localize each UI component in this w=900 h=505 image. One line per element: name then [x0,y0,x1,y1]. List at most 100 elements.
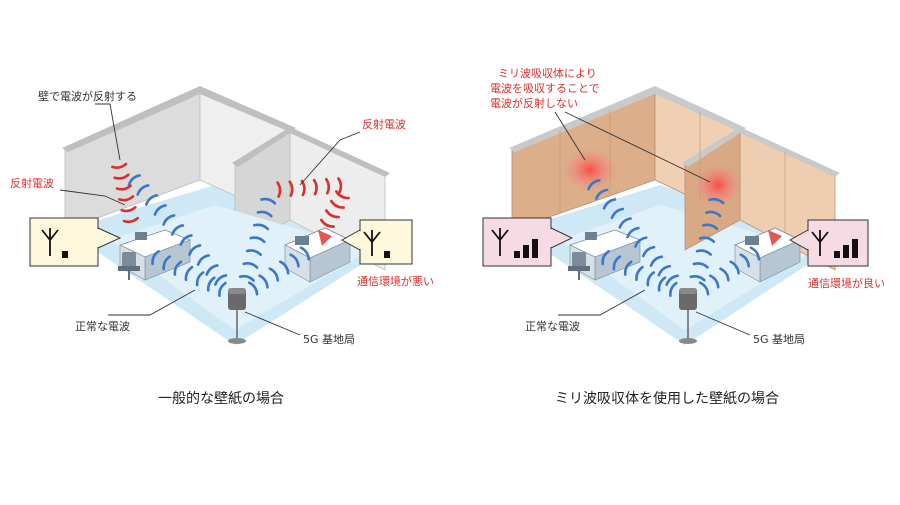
signal-box-right [340,219,413,265]
wave-arc [151,250,160,266]
wave-arc [626,226,640,239]
wave-arc [602,198,617,210]
reflected-wave-arc [113,173,130,180]
leader-normal-wave-left [108,289,196,316]
absorption-hotspot [562,148,618,192]
signal-bar [514,251,520,258]
wave-arc [188,244,202,256]
wave-arc [669,281,678,297]
leader-base-station-right [695,311,751,336]
reflected-wave-arc [122,216,139,224]
leader-reflected-right [299,131,361,186]
wave-arc [610,207,625,220]
antenna-icon [491,228,509,256]
label-absorber-line1: ミリ波吸収体により [498,66,597,80]
signal-bar [384,251,390,258]
wave-arc [256,210,273,218]
wave-arc [249,236,266,244]
wave-arc [657,276,667,292]
leader-reflected-left [59,189,126,206]
wave-arc [289,253,300,268]
reflected-wave-arc [288,180,294,198]
wave-arc [635,265,644,282]
wave-arc [708,197,725,205]
wave-arc [299,246,311,261]
wave-arc [729,260,740,275]
reflected-wave-arc [276,181,282,198]
label-bad-signal: 通信環境が悪い [357,274,434,288]
wave-arc [649,255,664,267]
wave-arc [749,246,761,261]
wave-arc [689,274,706,282]
leader-base-station-left [244,311,301,336]
right-room [509,86,845,345]
leader-wall-reflect [95,103,121,161]
wave-arc [657,264,671,277]
leader-absorber-left [554,111,586,161]
reflected-wave-arc [115,184,132,191]
wave-arc [692,262,709,269]
wave-arc [705,210,722,218]
wave-arc [618,217,632,229]
chair-icon [118,252,140,280]
wave-arc [708,274,720,289]
wall-right-rim [232,127,390,177]
wave-arc [214,274,228,286]
wave-arc [702,223,719,231]
wall-top-rim [509,86,746,152]
reflected-wave-arc [330,199,345,209]
wall-top-rim [62,86,296,152]
wave-arc [595,188,609,201]
signal-bar [843,245,849,258]
wave-group-right [587,179,761,297]
reflected-wave-arc [111,162,128,169]
leader-absorber-right [564,111,711,183]
base-station-icon [679,288,697,344]
wave-arc [206,276,216,292]
wave-arc [153,204,167,216]
label-absorber-line3: 電波が反射しない [490,96,578,110]
signal-box-left [482,217,574,267]
signal-bars-icon [834,239,858,258]
wave-arc [162,255,172,271]
signal-bar [852,239,858,258]
wave-arc [698,236,716,243]
wave-arc [587,179,601,191]
wave-arc [695,249,712,256]
signal-bar [523,245,529,258]
label-base-station-left: 5G 基地局 [303,333,355,346]
antenna-icon [811,230,829,256]
wave-arc [612,255,622,271]
wave-arc [184,265,194,282]
reflected-wave-arc [337,177,343,194]
label-reflected-wave-left: 反射電波 [10,176,54,190]
wave-arc [665,274,679,286]
reflected-wave-arc [320,218,335,228]
wave-arc [634,236,648,248]
signal-bar [834,251,840,258]
wave-arc [623,260,633,276]
wave-arc [144,194,159,206]
signal-bars-icon [384,251,390,258]
wave-arc [245,249,262,257]
wave-arc [170,224,185,236]
wave-arc [258,274,269,289]
wave-arc [253,223,270,231]
label-normal-wave-left: 正常な電波 [75,320,130,333]
reflected-wave-arc [118,195,135,202]
signal-bar [532,239,538,258]
signal-bars-icon [62,251,68,258]
caption-right: ミリ波吸収体を使用した壁紙の場合 [555,390,779,407]
wave-arc [247,281,259,296]
reflected-wave-arc [335,190,350,200]
wave-arc [646,271,656,287]
wave-arc [136,184,150,196]
label-base-station-right: 5G 基地局 [753,333,805,346]
absorption-hotspot [694,163,742,207]
wave-arc [739,253,751,268]
wave-arc [195,271,205,287]
label-normal-wave-right: 正常な電波 [525,320,580,333]
wave-arc [601,250,610,266]
wave-arc [127,174,141,186]
wave-arc [268,267,280,282]
